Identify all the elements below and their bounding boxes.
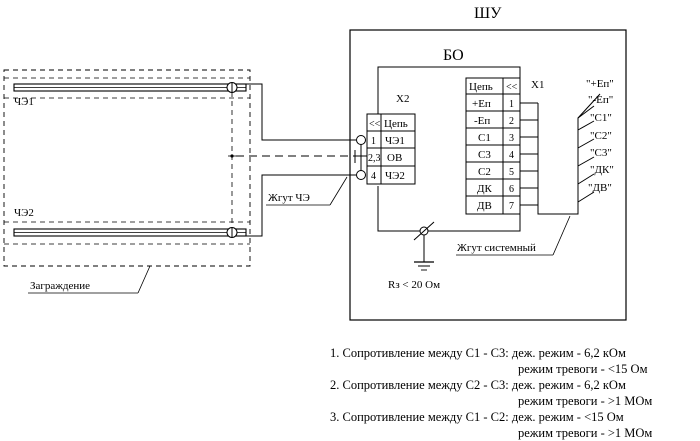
x2-label: X2 (396, 93, 409, 105)
terminal-icon (356, 170, 366, 180)
x1-pin: 2 (509, 116, 514, 127)
system-harness: "+Еп" "-Еп" "С1" "С2" "С3" "ДК" "ДВ" Жгу… (456, 78, 614, 256)
note-1-sub: режим тревоги - <15 Ом (518, 362, 648, 376)
connector-icon: << (506, 82, 518, 93)
connector-x2: X2 << Цепь 1 ЧЭ1 2,3 ОВ 4 ЧЭ2 (366, 93, 416, 185)
note-3-sub: режим тревоги - >1 МОм (518, 426, 653, 440)
x1-signal: +Еп (472, 98, 491, 110)
x2-pin: 2,3 (368, 153, 381, 164)
system-harness-label: Жгут системный (457, 242, 536, 254)
x2-signal: ЧЭ2 (385, 170, 405, 182)
x1-signal: ДВ (477, 200, 492, 212)
note-2-sub: режим тревоги - >1 МОм (518, 394, 653, 408)
ground-symbol (413, 221, 435, 271)
note-1: 1. Сопротивление между С1 - С3: деж. реж… (330, 346, 626, 360)
x1-pin: 7 (509, 201, 514, 212)
fence-barrier: ЧЭ1 ЧЭ2 Заграждение (3, 69, 251, 294)
fence-outline (3, 69, 251, 267)
x2-signal: ОВ (387, 152, 402, 164)
x1-signal: С2 (478, 166, 491, 178)
x1-pin: 6 (509, 184, 514, 195)
terminal-icon (356, 135, 366, 145)
x2-pin: 4 (371, 171, 376, 182)
cabinet-title: ШУ (474, 5, 502, 22)
sensor-harness: Жгут ЧЭ (236, 83, 368, 237)
control-cabinet: ШУ БО Rз < 20 Ом (349, 5, 627, 321)
notes-block: 1. Сопротивление между С1 - С3: деж. реж… (330, 345, 698, 441)
x1-pin: 3 (509, 133, 514, 144)
output-label: "-Еп" (588, 94, 613, 106)
output-label: "С2" (590, 130, 612, 142)
output-label: "С3" (590, 147, 612, 159)
x1-signal: С3 (478, 149, 491, 161)
barrier-label: Заграждение (30, 280, 90, 292)
x1-signal: С1 (478, 132, 491, 144)
x1-label: X1 (531, 79, 544, 91)
x2-header-label: Цепь (384, 118, 408, 130)
output-label: "ДВ" (588, 182, 612, 194)
output-label: "С1" (590, 112, 612, 124)
ground-label: Rз < 20 Ом (388, 279, 440, 291)
x1-pin: 1 (509, 99, 514, 110)
note-2: 2. Сопротивление между С2 - С3: деж. реж… (330, 378, 626, 392)
note-3: 3. Сопротивление между С1 - С2: деж. реж… (330, 410, 624, 424)
sensor-strip-1 (13, 82, 247, 93)
block-title: БО (443, 47, 464, 64)
x2-pin: 1 (371, 136, 376, 147)
x2-signal: ЧЭ1 (385, 135, 405, 147)
output-label: "+Еп" (586, 78, 614, 90)
output-label: "ДК" (590, 164, 614, 176)
x1-pin: 4 (509, 150, 514, 161)
x1-signal: -Еп (474, 115, 490, 127)
connector-icon: << (369, 119, 381, 130)
sensor-strip-2 (13, 227, 247, 238)
connector-x1: X1 Цепь << +Еп 1 -Еп 2 С1 3 С3 4 С2 5 ДК… (465, 77, 544, 215)
x1-pin: 5 (509, 167, 514, 178)
harness-label: Жгут ЧЭ (268, 192, 310, 204)
x1-header-label: Цепь (469, 81, 493, 93)
cabinet-frame (349, 29, 627, 321)
x1-signal: ДК (477, 183, 493, 195)
sensor-top-label: ЧЭ1 (14, 96, 34, 108)
sensor-bottom-label: ЧЭ2 (14, 207, 34, 219)
